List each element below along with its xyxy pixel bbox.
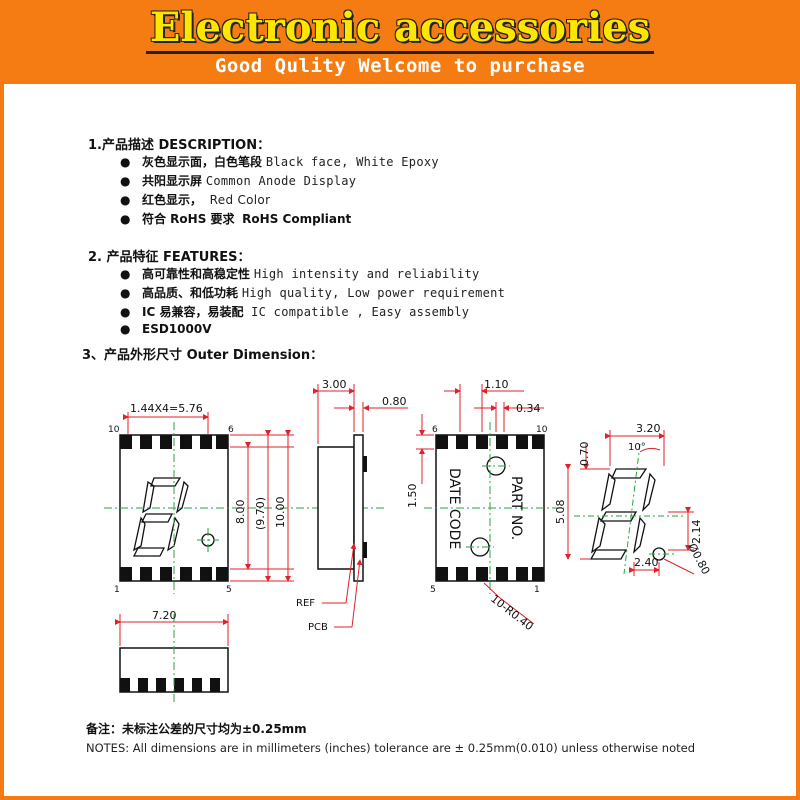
- back-left-dim: 1.50: [406, 484, 419, 509]
- front-dim-8: 8.00: [234, 500, 247, 525]
- front-pitch-label: 1.44X4=5.76: [130, 402, 203, 415]
- seg-height: 5.08: [554, 500, 567, 525]
- seg-angle: 10°: [628, 442, 646, 453]
- back-pin-5: 5: [430, 585, 436, 595]
- banner-subtitle: Good Qulity Welcome to purchase: [214, 55, 586, 77]
- side-step-label: 0.80: [382, 395, 407, 408]
- front-dim-10: 10.00: [274, 497, 287, 529]
- seg-width: 3.20: [636, 422, 661, 435]
- dimension-drawing: 1.44X4=5.76 10 6 1 5 8.00 (9.70) 10.00: [104, 378, 712, 704]
- front-pin-1: 1: [114, 585, 120, 595]
- back-pin-1: 1: [534, 585, 540, 595]
- features-title: 2. 产品特征 FEATURES：: [88, 250, 251, 265]
- description-item: ●红色显示， Red Color: [120, 193, 271, 207]
- back-top-pitch: 1.10: [484, 378, 509, 391]
- side-width-label: 3.00: [322, 378, 347, 391]
- datasheet: 1.产品描述 DESCRIPTION： ●灰色显示面，白色笔段 Black fa…: [4, 84, 796, 796]
- feature-item: ●高可靠性和高稳定性 High intensity and reliabilit…: [120, 267, 480, 281]
- seg-top: 0.70: [578, 442, 591, 467]
- seg-dp-offset: 2.40: [634, 556, 659, 569]
- note-chinese: 备注：未标注公差的尺寸均为±0.25mm: [86, 722, 307, 736]
- front-dim-9-70: (9.70): [254, 497, 267, 530]
- description-item: ●符合 RoHS 要求 RoHS Compliant: [120, 212, 352, 226]
- back-date-code: DATE CODE: [446, 468, 462, 549]
- note-english: NOTES: All dimensions are in millimeters…: [86, 741, 696, 755]
- back-view: 1.10 0.34 6 10 5 1 1.50 DATE CODE PART N…: [406, 378, 564, 633]
- back-radius: 10-R0.40: [488, 592, 535, 633]
- front-pin-10: 10: [108, 425, 120, 435]
- outer-dimension-title: 3、产品外形尺寸 Outer Dimension：: [82, 348, 324, 363]
- segment-detail: 3.20 10° 0.70 5.08 2.14 2.40 Ø0.80: [554, 422, 712, 577]
- banner-title: Electronic accessories: [0, 4, 800, 54]
- front-view: 1.44X4=5.76 10 6 1 5 8.00 (9.70) 10.00: [104, 402, 384, 595]
- front-pin-5: 5: [226, 585, 232, 595]
- bottom-width-label: 7.20: [152, 609, 177, 622]
- back-top-gap: 0.34: [516, 402, 541, 415]
- side-view: 3.00 0.80 REF PCB: [296, 378, 408, 633]
- bottom-view: 7.20: [115, 609, 229, 704]
- side-pcb-label: PCB: [308, 622, 328, 633]
- description-item: ●共阳显示屏 Common Anode Display: [120, 174, 357, 188]
- seg-h: 2.14: [690, 520, 703, 545]
- back-part-no: PART NO.: [508, 476, 524, 540]
- back-pin-6: 6: [432, 425, 438, 435]
- feature-item: ●高品质、和低功耗 High quality, Low power requir…: [120, 286, 506, 300]
- back-pin-10: 10: [536, 425, 548, 435]
- side-ref-label: REF: [296, 598, 315, 609]
- feature-item: ●IC 易兼容，易装配 IC compatible , Easy assembl…: [120, 305, 470, 319]
- description-title: 1.产品描述 DESCRIPTION：: [88, 138, 271, 153]
- front-pin-6: 6: [228, 425, 234, 435]
- feature-item: ●ESD1000V: [120, 322, 212, 336]
- description-item: ●灰色显示面，白色笔段 Black face, White Epoxy: [120, 155, 439, 169]
